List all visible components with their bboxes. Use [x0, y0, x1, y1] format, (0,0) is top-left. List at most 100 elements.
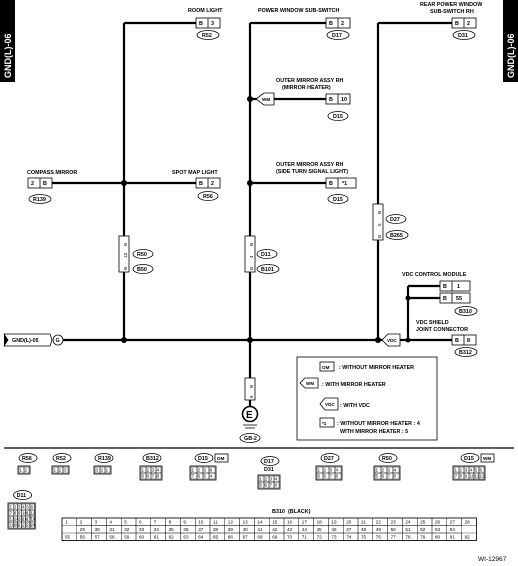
b310-pin: 72	[317, 535, 323, 540]
b310-pin: 50	[391, 527, 397, 532]
spot-map-light: SPOT MAP LIGHT B 2 R56	[172, 170, 221, 201]
junction-dots	[121, 96, 411, 343]
svg-text:B: B	[455, 21, 459, 27]
b310-pin: 17	[302, 520, 308, 525]
b310-pin: 4	[109, 520, 112, 525]
conn-label-oval	[142, 453, 162, 463]
b310-pin: 27	[450, 520, 456, 525]
pin-number: 7	[192, 474, 195, 479]
svg-text:2: 2	[341, 21, 344, 27]
b310-pin: 7	[154, 520, 157, 525]
pin-number: 2	[101, 468, 104, 473]
side-tab-right: GND(L)-06	[503, 0, 518, 82]
b310-pin: 52	[420, 527, 426, 532]
svg-text:(MIRROR HEATER): (MIRROR HEATER)	[282, 85, 331, 91]
pin-number: 1	[54, 468, 57, 473]
b310-pin: 47	[346, 527, 352, 532]
svg-text:B: B	[377, 211, 382, 214]
ground-symbol: B 6 E GB-2	[239, 377, 261, 443]
b310-pin: 23	[391, 520, 397, 525]
pin-number: 5	[260, 483, 263, 488]
b310-pin: 53	[435, 527, 441, 532]
pin-number: 13	[10, 517, 16, 522]
pin-number: 8	[210, 468, 213, 473]
pin-number: 2	[59, 468, 62, 473]
b310-pin: 28	[465, 520, 471, 525]
b310-pin: 5	[124, 520, 127, 525]
b310-pin: 32	[124, 527, 130, 532]
pin-number: 6	[198, 474, 201, 479]
pin-number: 1	[106, 468, 109, 473]
pin-number: 6	[265, 483, 268, 488]
svg-text:R139: R139	[33, 197, 46, 203]
pin-number: 1	[20, 468, 23, 473]
b310-pin: 49	[376, 527, 382, 532]
svg-text:B: B	[377, 235, 382, 238]
svg-text:6: 6	[249, 395, 254, 398]
svg-text:: WITH MIRROR HEATER: : WITH MIRROR HEATER	[322, 382, 386, 388]
pin-cell	[104, 466, 111, 474]
b310-pin: 39	[228, 527, 234, 532]
b310-pin: 34	[154, 527, 160, 532]
pin-number: 3	[152, 468, 155, 473]
pin-number: 8	[394, 474, 397, 479]
vdc-shield-joint: VDC SHIELD JOINT CONNECTOR VDC B 8 B312	[381, 320, 478, 357]
b310-pin: 31	[109, 527, 115, 532]
svg-text:R50: R50	[137, 252, 147, 258]
b310-pin: 79	[420, 535, 426, 540]
svg-text:REAR POWER WINDOW: REAR POWER WINDOW	[420, 2, 483, 8]
pin-number: 24	[31, 523, 37, 528]
pin-number: 2	[198, 468, 201, 473]
svg-text:13: 13	[123, 252, 128, 258]
pin-number: 4	[22, 505, 25, 510]
svg-text:D31: D31	[458, 33, 468, 39]
svg-text:4: 4	[249, 255, 254, 258]
svg-text:OUTER MIRROR ASSY RH: OUTER MIRROR ASSY RH	[276, 162, 343, 168]
b310-pin: 55	[65, 535, 71, 540]
b310-pin: 62	[169, 535, 175, 540]
conn-label-oval	[194, 453, 214, 463]
pin-number: 4	[336, 468, 339, 473]
conn-label-oval	[260, 456, 280, 466]
svg-text:: WITHOUT MIRROR HEATER: : WITHOUT MIRROR HEATER	[339, 365, 414, 371]
pin-number: 3	[96, 468, 99, 473]
svg-text:B: B	[249, 385, 254, 388]
conn-label-2: D31	[264, 467, 274, 473]
room-light-label: ROOM LIGHT	[188, 8, 223, 14]
svg-text:: WITH VDC: : WITH VDC	[340, 403, 370, 409]
svg-text:B50: B50	[137, 267, 147, 273]
pin-number: 8	[157, 474, 160, 479]
side-tab-right-label: GND(L)-06	[506, 34, 516, 79]
room-light-connector: R52	[202, 33, 212, 39]
pin-number: 22	[22, 523, 28, 528]
b310-pin: 38	[213, 527, 219, 532]
pin-number: 2	[382, 468, 385, 473]
pin-number: 2	[265, 477, 268, 482]
pin-number: 8	[275, 483, 278, 488]
svg-text:1: 1	[457, 284, 460, 290]
conn-label: R56	[22, 456, 32, 462]
svg-text:2: 2	[211, 181, 214, 187]
conn-label-oval	[18, 453, 38, 463]
svg-text:B312: B312	[459, 350, 472, 356]
pin-number: 6	[382, 474, 385, 479]
pin-number: 4	[210, 474, 213, 479]
pin-cell	[29, 521, 35, 529]
vdc-control-module: VDC CONTROL MODULE B 1 B 55 B310	[402, 272, 478, 316]
svg-text:B: B	[329, 21, 333, 27]
b310-pin: 24	[405, 520, 411, 525]
svg-text:*1: *1	[322, 421, 327, 426]
svg-text:OM: OM	[322, 365, 330, 370]
splice-mid: B 4 B D11 B101	[244, 235, 280, 274]
b310-pin: 64	[198, 535, 204, 540]
pin-number: 4	[470, 468, 473, 473]
svg-text:OUTER MIRROR ASSY RH: OUTER MIRROR ASSY RH	[276, 78, 343, 84]
b310-pin: 81	[450, 535, 456, 540]
b310-connector: B310 (BLACK)	[272, 509, 311, 515]
b310-pin: 46	[331, 527, 337, 532]
pin-number: 1	[142, 468, 145, 473]
pin-number: 6	[147, 474, 150, 479]
pin-number: 5	[376, 474, 379, 479]
pin-number: 18	[31, 517, 37, 522]
